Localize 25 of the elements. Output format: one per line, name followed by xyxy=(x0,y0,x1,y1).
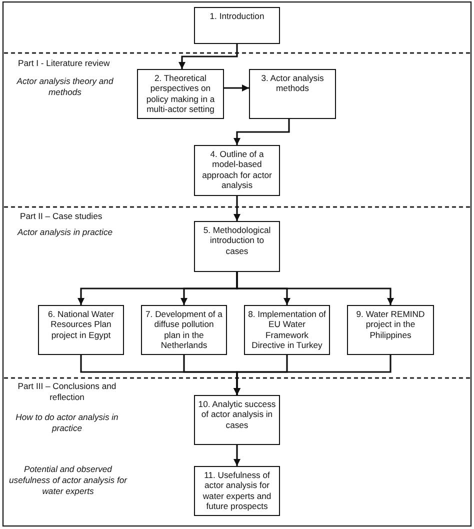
chapter-box: 1. Introduction xyxy=(194,7,280,44)
chapter-box: 6. National Water Resources Plan project in Egypt xyxy=(38,305,124,355)
arrow xyxy=(234,196,240,221)
arrow xyxy=(236,272,394,305)
arrow xyxy=(234,119,290,145)
section-subtitle: Actor analysis theory and methods xyxy=(16,76,114,98)
chapter-box: 5. Methodological introduction to cases xyxy=(194,221,280,272)
arrow xyxy=(234,445,240,466)
section-heading: Part III – Conclusions and reflection xyxy=(16,381,118,404)
chapter-box: 8. Implementation of EU Water Framework Directive in Turkey xyxy=(244,305,330,355)
chapter-box: 10. Analytic success of actor analysis in cases xyxy=(194,395,280,445)
chapter-box: 3. Actor analysis methods xyxy=(249,69,336,119)
arrow xyxy=(234,355,392,395)
section-subtitle: Actor analysis in practice xyxy=(16,227,114,238)
arrow xyxy=(224,84,249,92)
chapter-box: 2. Theoretical perspectives on policy making in a multi-actor setting xyxy=(137,69,224,119)
chapter-box: 4. Outline of a model-based approach for actor analysis xyxy=(194,145,280,196)
chapter-box: 9. Water REMIND project in the Philippines xyxy=(347,305,434,355)
chapter-box: 11. Usefulness of actor analysis for water experts and future prospects xyxy=(194,466,280,516)
chapter-box: 7. Development of a diffuse pollution plan in the Netherlands xyxy=(141,305,227,355)
arrow xyxy=(178,44,238,69)
section-heading: Part I - Literature review xyxy=(18,58,111,70)
section-subtitle: How to do actor analysis in practice xyxy=(14,412,120,434)
section-heading: Part II – Case studies xyxy=(20,211,104,222)
section-subtitle: Potential and observed usefulness of actor analysis for water experts xyxy=(8,464,128,498)
